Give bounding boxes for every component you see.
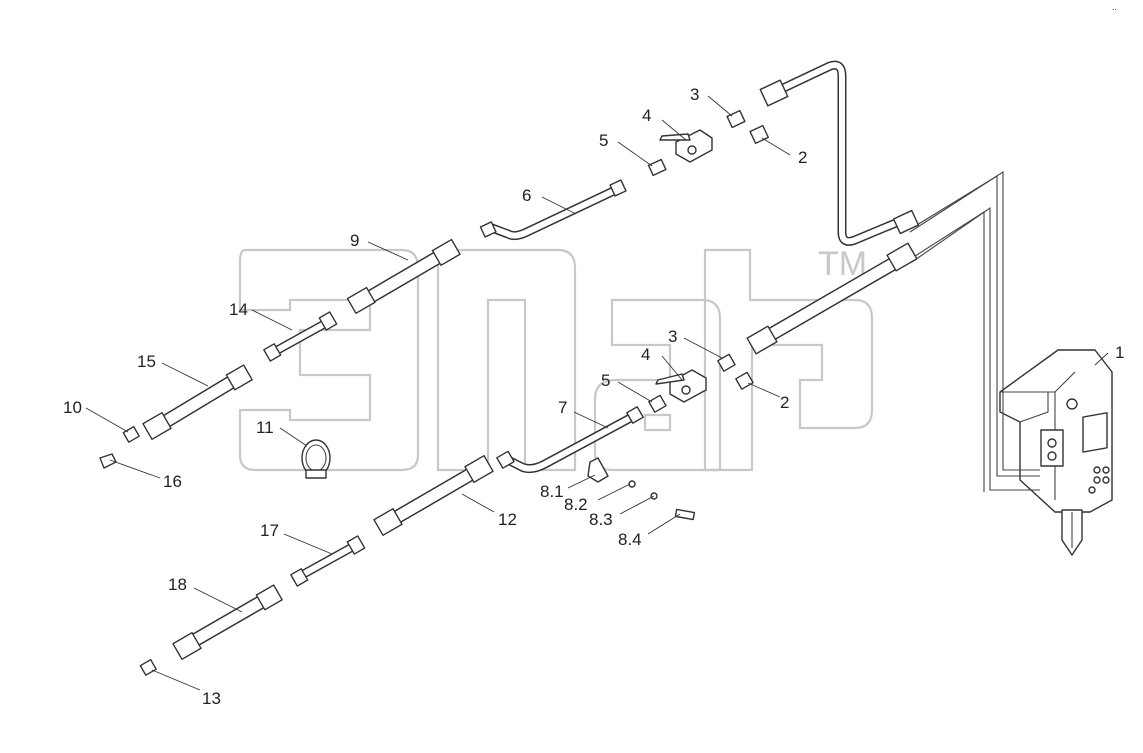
callout-8-3: 8.3: [589, 510, 613, 529]
fitting-3-upper: [726, 109, 746, 129]
callout-2-upper: 2: [798, 148, 807, 167]
callout-12: 12: [498, 510, 517, 529]
hose-9: [346, 238, 461, 314]
fitting-3-lower: [717, 353, 736, 372]
callout-5-lower: 5: [601, 371, 610, 390]
valve-4-upper: [659, 129, 713, 163]
hose-15: [142, 364, 253, 440]
callout-4-lower: 4: [641, 345, 650, 364]
pipe-6: [479, 179, 627, 241]
watermark-logo: TM: [238, 245, 874, 472]
leader-lines: [85, 95, 1109, 691]
bracket-8-1: [587, 457, 609, 483]
hose-12: [373, 455, 494, 536]
callout-18: 18: [168, 575, 187, 594]
fitting-5-lower: [648, 394, 667, 413]
callout-5-upper: 5: [599, 131, 608, 150]
callout-17: 17: [260, 521, 279, 540]
upper-steel-pipe: [759, 60, 920, 246]
pipe-17: [290, 535, 366, 587]
callout-8-4: 8.4: [618, 530, 642, 549]
hammer-connection-lines: [909, 170, 1040, 492]
callout-15: 15: [137, 352, 156, 371]
fitting-13: [139, 658, 157, 676]
callout-11: 11: [256, 418, 274, 437]
callout-3-lower: 3: [668, 327, 677, 346]
callout-9: 9: [350, 231, 359, 250]
callout-labels: 1 2 2 3 3 4 4 5 5 6 7 8.1 8.2 8.3 8.4 9 …: [63, 85, 1124, 708]
callout-13: 13: [202, 689, 221, 708]
fitting-5-upper: [647, 158, 667, 177]
callout-6: 6: [522, 186, 531, 205]
callout-16: 16: [163, 472, 182, 491]
pipe-14: [263, 311, 338, 362]
hose-18: [172, 584, 283, 660]
fitting-10: [122, 425, 140, 443]
corner-mark: ..: [1112, 2, 1117, 12]
callout-14: 14: [229, 300, 248, 319]
callout-2-lower: 2: [780, 393, 789, 412]
callout-8-1: 8.1: [540, 482, 564, 501]
clamp-11: [301, 439, 331, 479]
lower-long-hose: [746, 242, 918, 355]
cap-2-lower: [735, 371, 754, 390]
hydraulic-hammer: [999, 349, 1113, 556]
bolt-8-4: [674, 508, 696, 521]
callout-8-2: 8.2: [564, 495, 588, 514]
callout-4-upper: 4: [642, 106, 651, 125]
callout-3-upper: 3: [690, 85, 699, 104]
pipe-7: [496, 406, 644, 474]
callout-10: 10: [63, 398, 82, 417]
callout-1: 1: [1115, 343, 1124, 362]
valve-4-lower: [655, 369, 707, 403]
callout-7: 7: [558, 398, 567, 417]
